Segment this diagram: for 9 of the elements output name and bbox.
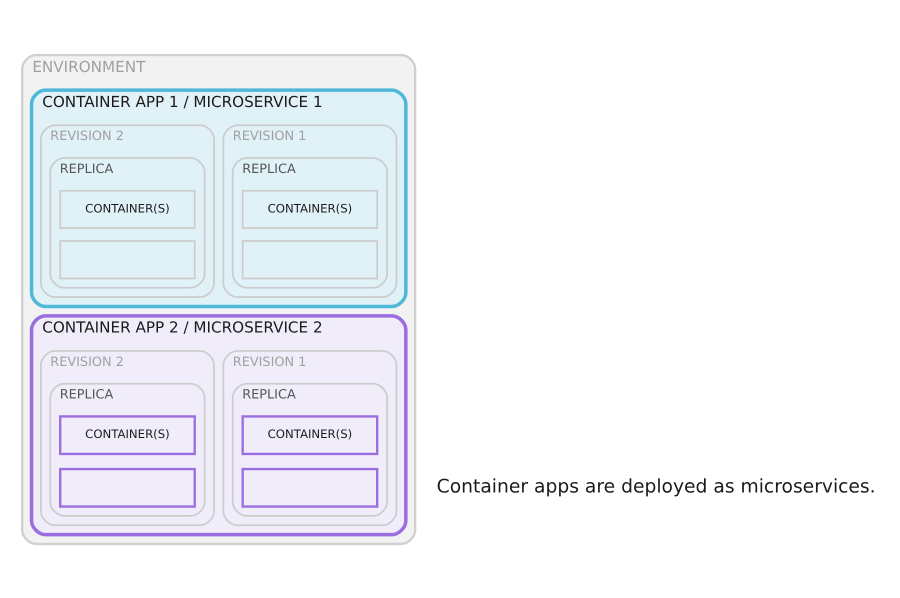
node-box — [59, 240, 196, 279]
node-box: CONTAINER(S) — [242, 189, 378, 229]
node-box — [242, 467, 378, 508]
node-box: CONTAINER(S) — [59, 414, 196, 455]
node-box: CONTAINER(S) — [242, 414, 378, 455]
node-box — [59, 467, 196, 508]
node-box — [242, 240, 378, 279]
node-box: CONTAINER(S) — [59, 189, 196, 229]
label: Container apps are deployed as microservices. — [436, 476, 876, 497]
